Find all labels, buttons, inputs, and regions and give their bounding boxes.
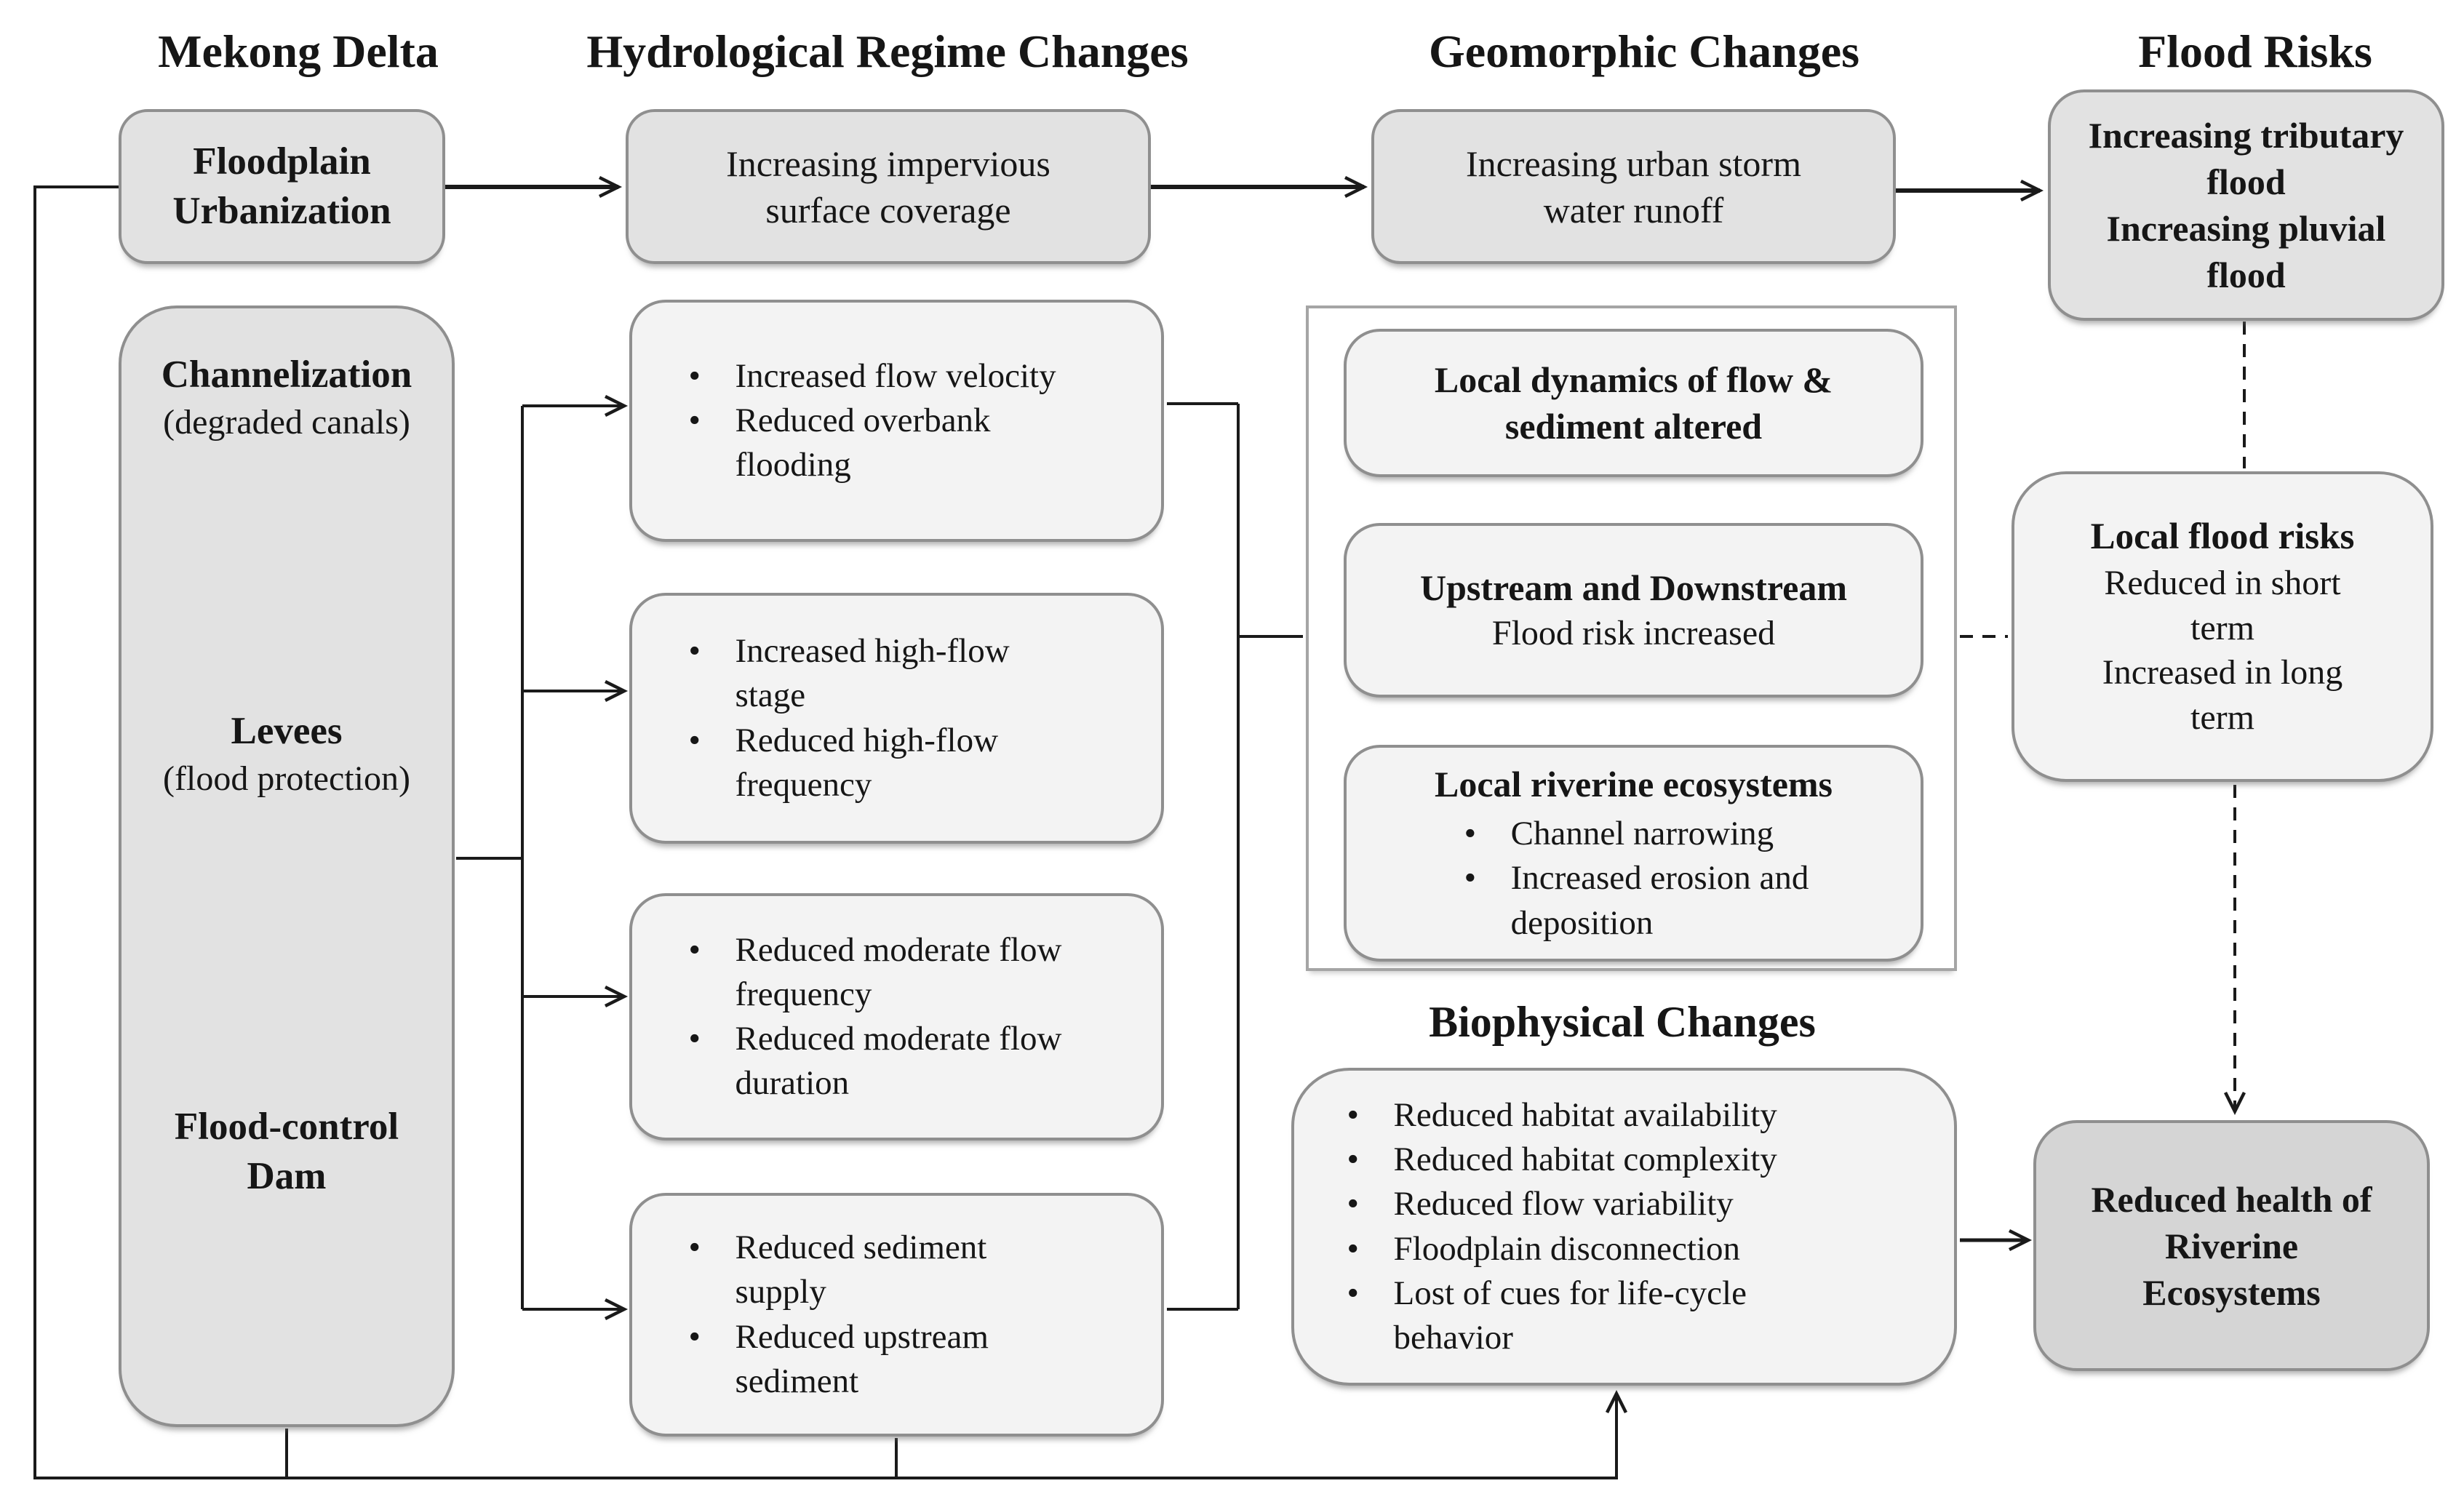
column-header-hydrological: Hydrological Regime Changes (586, 25, 1189, 77)
geomorphic-changes-container: Local dynamics of flow & sediment altere… (1306, 305, 1957, 971)
box-biophysical-changes: Reduced habitat availability Reduced hab… (1291, 1068, 1957, 1386)
local-dynamics-label: Local dynamics of flow & sediment altere… (1434, 359, 1833, 447)
hydro-effects-2-list: Increased high-flow stage Reduced high-f… (671, 629, 1123, 807)
driver-levees: Levees (flood protection) (121, 707, 452, 801)
list-item: Channel narrowing (1459, 812, 1809, 856)
list-item: Reduced flow variability (1330, 1182, 1919, 1226)
column-header-geomorphic: Geomorphic Changes (1429, 25, 1859, 77)
header-biophysical-changes: Biophysical Changes (1429, 998, 1816, 1046)
box-local-riverine-ecosystems: Local riverine ecosystems Channel narrow… (1344, 745, 1923, 962)
upstream-downstream-title: Upstream and Downstream (1419, 567, 1848, 609)
box-hydro-effects-3: Reduced moderate flow frequency Reduced … (629, 893, 1164, 1141)
list-item: Increased high-flow stage (671, 629, 1123, 718)
box-hydro-effects-2: Increased high-flow stage Reduced high-f… (629, 593, 1164, 844)
channelization-title: Channelization (161, 353, 412, 396)
list-item: Reduced moderate flow frequency (671, 928, 1123, 1017)
list-item: Increased erosion and deposition (1459, 856, 1809, 945)
reduced-health-label: Reduced health of Riverine Ecosystems (2091, 1178, 2372, 1313)
local-flood-risks-long-term: Increased in long term (2102, 653, 2343, 737)
tributary-flood-label: Increasing tributary flood (2088, 115, 2404, 202)
hydro-effects-1-list: Increased flow velocity Reduced overbank… (671, 354, 1123, 487)
list-item: Reduced habitat complexity (1330, 1138, 1919, 1182)
box-upstream-downstream: Upstream and Downstream Flood risk incre… (1344, 523, 1923, 698)
flood-control-dam-title: Flood-control Dam (174, 1106, 399, 1197)
upstream-downstream-subtitle: Flood risk increased (1491, 614, 1776, 653)
list-item: Reduced overbank flooding (671, 399, 1123, 487)
box-reduced-health: Reduced health of Riverine Ecosystems (2033, 1120, 2430, 1371)
riverine-ecosystems-title: Local riverine ecosystems (1434, 764, 1833, 805)
list-item: Floodplain disconnection (1330, 1227, 1919, 1271)
hydro-effects-4-list: Reduced sediment supply Reduced upstream… (671, 1226, 1123, 1403)
list-item: Reduced upstream sediment (671, 1315, 1123, 1404)
box-hydro-effects-4: Reduced sediment supply Reduced upstream… (629, 1193, 1164, 1437)
hydro-effects-3-list: Reduced moderate flow frequency Reduced … (671, 928, 1123, 1106)
driver-flood-control-dam: Flood-control Dam (121, 1103, 452, 1202)
box-tributary-pluvial-flood: Increasing tributary flood Increasing pl… (2048, 89, 2444, 321)
biophysical-changes-list: Reduced habitat availability Reduced hab… (1330, 1093, 1919, 1360)
list-item: Reduced sediment supply (671, 1226, 1123, 1314)
impervious-surface-label: Increasing impervious surface coverage (726, 143, 1050, 231)
box-delta-drivers: Channelization (degraded canals) Levees … (119, 305, 455, 1427)
channelization-subtitle: (degraded canals) (163, 402, 410, 442)
floodplain-urbanization-label: Floodplain Urbanization (172, 140, 391, 232)
box-hydro-effects-1: Increased flow velocity Reduced overbank… (629, 300, 1164, 542)
list-item: Reduced habitat availability (1330, 1093, 1919, 1138)
urban-storm-runoff-label: Increasing urban storm water runoff (1466, 143, 1801, 231)
driver-channelization: Channelization (degraded canals) (121, 351, 452, 444)
list-item: Reduced high-flow frequency (671, 719, 1123, 807)
list-item: Reduced moderate flow duration (671, 1017, 1123, 1106)
box-local-flood-risks: Local flood risks Reduced in short term … (2012, 471, 2433, 782)
pluvial-flood-label: Increasing pluvial flood (2106, 208, 2386, 295)
local-flood-risks-title: Local flood risks (2090, 516, 2355, 557)
riverine-ecosystems-list: Channel narrowing Increased erosion and … (1459, 812, 1809, 945)
box-impervious-surface: Increasing impervious surface coverage (626, 109, 1151, 264)
local-flood-risks-short-term: Reduced in short term (2104, 564, 2341, 647)
list-item: Lost of cues for life-cycle behavior (1330, 1271, 1919, 1360)
levees-subtitle: (flood protection) (163, 759, 410, 798)
box-floodplain-urbanization: Floodplain Urbanization (119, 109, 445, 264)
column-header-mekong-delta: Mekong Delta (158, 25, 439, 77)
box-local-dynamics: Local dynamics of flow & sediment altere… (1344, 329, 1923, 477)
column-header-flood-risks: Flood Risks (2138, 25, 2372, 77)
list-item: Increased flow velocity (671, 354, 1123, 399)
box-urban-storm-runoff: Increasing urban storm water runoff (1371, 109, 1896, 264)
levees-title: Levees (231, 710, 343, 752)
